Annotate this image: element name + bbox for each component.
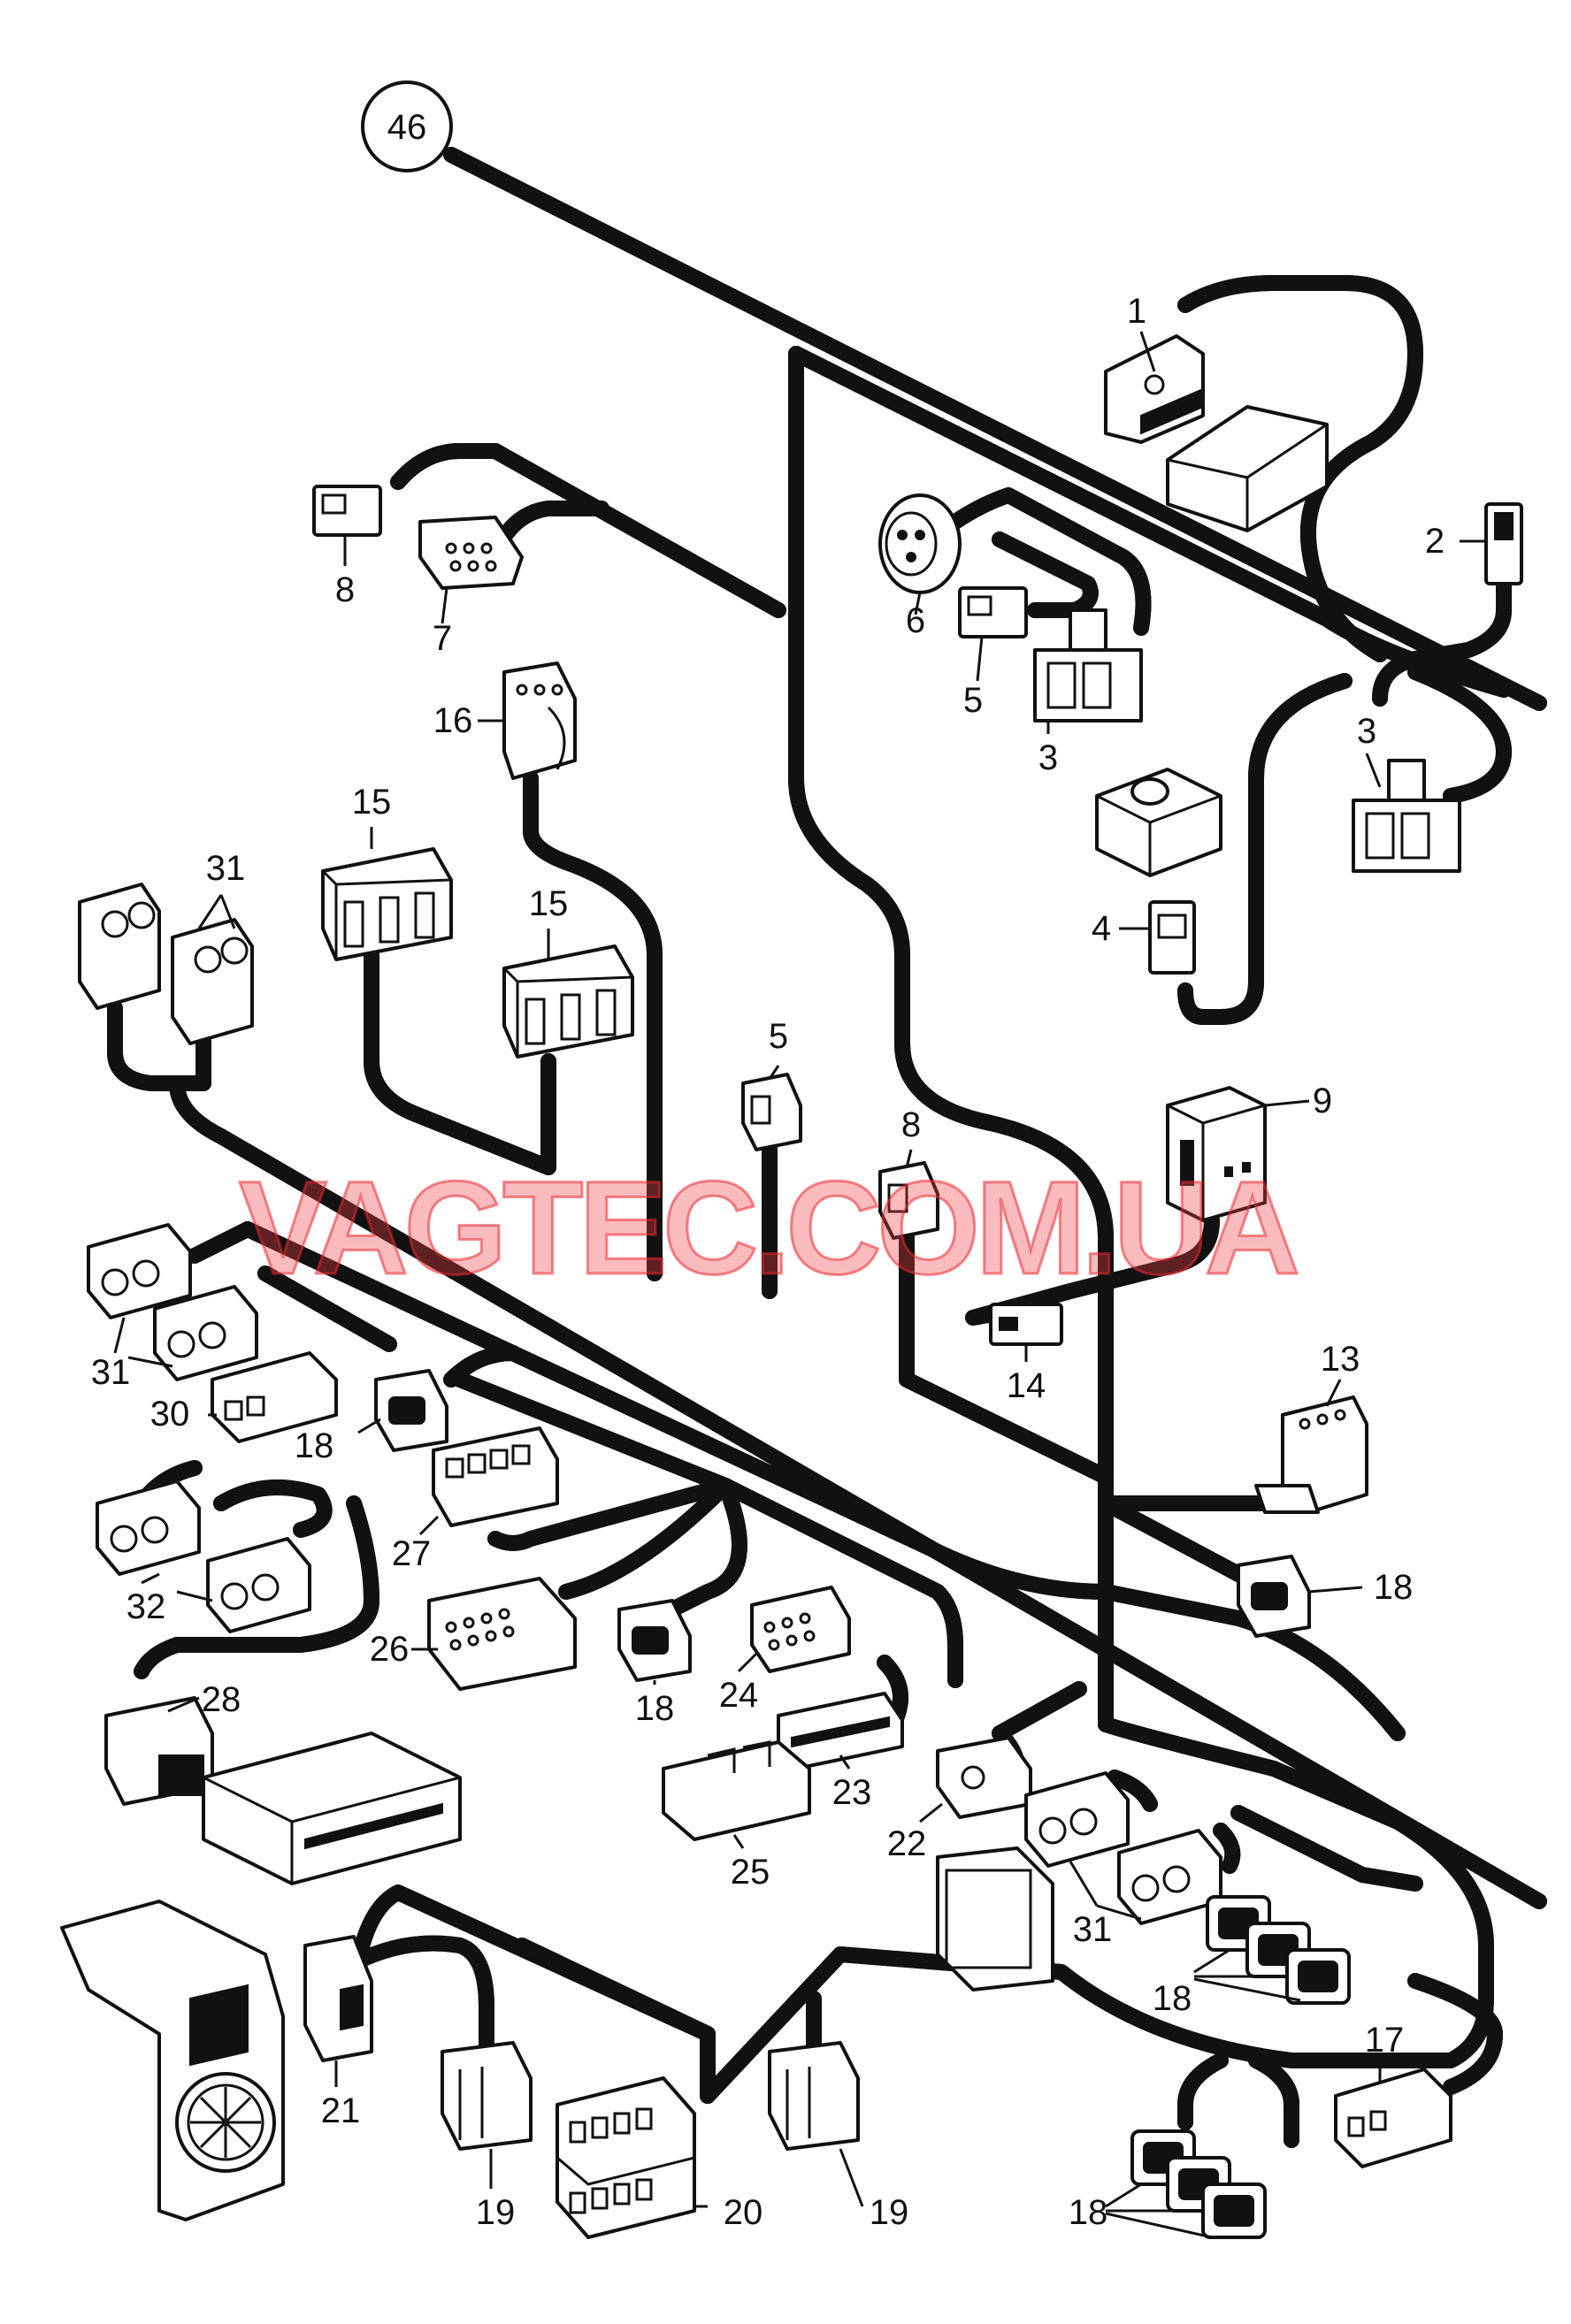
callout-31: 31 — [1073, 1910, 1113, 1949]
connector-31-left-a — [87, 1223, 192, 1319]
connector-2 — [1484, 502, 1523, 585]
display-module — [936, 1846, 1054, 1991]
callout-18: 18 — [1153, 1979, 1192, 2018]
callout-5: 5 — [769, 1017, 788, 1056]
control-module — [1166, 405, 1329, 532]
connector-28 — [104, 1696, 214, 1806]
callout-18: 18 — [635, 1689, 675, 1728]
connector-18-triple-mid — [1206, 1895, 1351, 2005]
watermark: VAGTEC.COM.UA — [239, 1153, 1300, 1302]
connector-19-left — [441, 2041, 533, 2151]
connector-8-upper — [312, 485, 382, 537]
callout-19: 19 — [870, 2193, 909, 2232]
callout-8: 8 — [335, 570, 355, 609]
connector-18-triple-bottom — [1130, 2129, 1267, 2239]
connector-3-right — [1352, 759, 1461, 873]
callout-4: 4 — [1092, 909, 1111, 948]
connector-21 — [303, 1935, 373, 2062]
callout-32: 32 — [126, 1587, 166, 1626]
amplifier-box — [202, 1732, 462, 1885]
reference-number: 46 — [387, 108, 427, 147]
callout-25: 25 — [731, 1853, 770, 1892]
callout-7: 7 — [433, 619, 452, 658]
connector-1 — [1104, 334, 1205, 444]
speaker-housing — [60, 1900, 285, 2221]
callout-8: 8 — [901, 1105, 921, 1144]
callout-28: 28 — [202, 1680, 241, 1719]
callout-26: 26 — [370, 1630, 410, 1669]
callout-17: 17 — [1365, 2021, 1405, 2060]
connector-27 — [432, 1426, 559, 1527]
callout-16: 16 — [433, 701, 473, 740]
connector-19-right — [768, 2041, 860, 2151]
connector-18-left — [374, 1369, 448, 1452]
callout-27: 27 — [392, 1534, 432, 1573]
connector-13 — [1254, 1395, 1368, 1514]
connector-16 — [502, 661, 577, 780]
callout-6: 6 — [906, 601, 925, 640]
callout-19: 19 — [476, 2193, 516, 2232]
callout-5: 5 — [963, 681, 983, 720]
callout-1: 1 — [1127, 292, 1146, 331]
connector-3-upper — [1033, 608, 1143, 722]
callout-20: 20 — [724, 2193, 763, 2232]
callout-3: 3 — [1038, 738, 1058, 777]
callout-9: 9 — [1313, 1082, 1332, 1120]
reference-circle — [361, 80, 453, 172]
connector-15-right — [502, 944, 634, 1059]
connector-23 — [777, 1692, 904, 1770]
callout-22: 22 — [887, 1824, 927, 1863]
sensor-4 — [1095, 768, 1222, 877]
connector-24 — [750, 1586, 851, 1673]
leader-lines — [113, 331, 1486, 2239]
connector-14 — [989, 1303, 1063, 1346]
connector-31-left-b — [153, 1285, 258, 1381]
components — [60, 334, 1523, 2239]
callout-24: 24 — [719, 1676, 759, 1715]
connector-5-upper — [958, 586, 1028, 638]
connector-31-upper-a — [78, 883, 161, 1010]
callout-18: 18 — [1069, 2193, 1108, 2232]
connector-32-a — [96, 1479, 201, 1576]
connector-6 — [878, 493, 962, 594]
connector-20 — [556, 2076, 696, 2239]
connector-17 — [1334, 2068, 1452, 2168]
callout-31: 31 — [91, 1353, 131, 1392]
callout-13: 13 — [1321, 1340, 1360, 1379]
callout-14: 14 — [1007, 1366, 1046, 1405]
callout-31: 31 — [206, 849, 246, 888]
connector-31-right-a — [1024, 1771, 1130, 1868]
callout-18: 18 — [1374, 1568, 1414, 1607]
connector-15-left — [321, 847, 453, 961]
connector-7 — [418, 516, 524, 590]
connector-32-b — [206, 1537, 311, 1633]
callout-2: 2 — [1425, 522, 1445, 561]
socket-9 — [1166, 1086, 1267, 1222]
callout-3: 3 — [1357, 712, 1376, 751]
connector-26 — [427, 1577, 577, 1691]
connector-5-mid — [741, 1073, 802, 1151]
callout-18: 18 — [295, 1426, 334, 1465]
callout-23: 23 — [832, 1773, 872, 1812]
callout-15: 15 — [529, 884, 569, 923]
connector-25 — [662, 1740, 811, 1841]
callout-21: 21 — [321, 2091, 361, 2130]
connector-8-mid — [878, 1161, 939, 1240]
connector-4 — [1148, 900, 1196, 975]
connector-31-upper-b — [171, 918, 254, 1045]
connector-31-right-b — [1117, 1829, 1222, 1925]
connector-22 — [936, 1736, 1032, 1819]
connector-18-right — [1237, 1555, 1311, 1638]
connector-18-center — [617, 1599, 692, 1682]
callout-15: 15 — [352, 783, 392, 822]
callout-30: 30 — [150, 1395, 190, 1433]
callout-labels: 46 1 2 3 3 4 5 5 6 7 8 8 9 13 14 15 15 1… — [91, 80, 1445, 2232]
